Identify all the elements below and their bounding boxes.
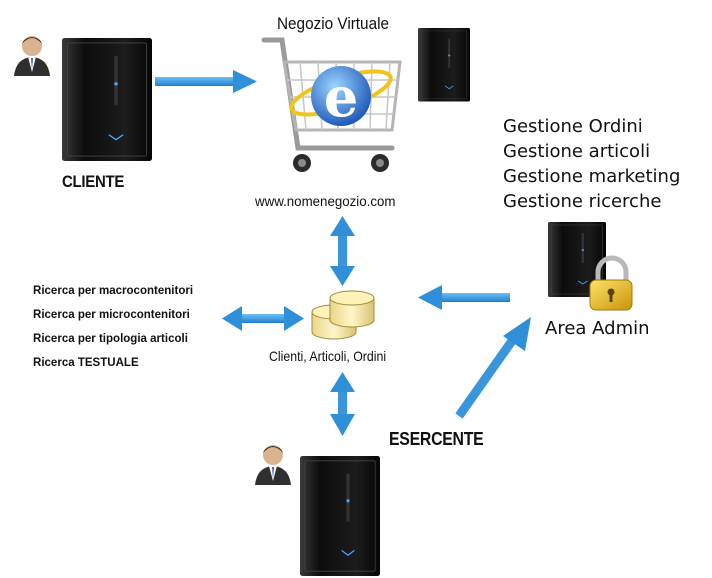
admin-task-item: Gestione ricerche xyxy=(503,191,662,212)
esercente-server-icon xyxy=(299,455,381,577)
search-type-item: Ricerca per tipologia articoli xyxy=(33,331,188,345)
arrow-store-database xyxy=(330,216,355,286)
database-icon xyxy=(311,290,375,340)
store-url[interactable]: www.nomenegozio.com xyxy=(255,193,396,209)
admin-task-item: Gestione articoli xyxy=(503,141,651,162)
admin-task-item: Gestione marketing xyxy=(503,166,681,187)
search-type-item: Ricerca per macrocontenitori xyxy=(33,283,194,297)
search-type-item: Ricerca TESTUALE xyxy=(33,355,139,369)
shopping-cart-icon xyxy=(261,37,402,172)
cliente-label: CLIENTE xyxy=(62,172,125,191)
cliente-server-icon xyxy=(61,37,153,162)
arrow-search-database xyxy=(222,306,304,331)
admin-task-item: Gestione Ordini xyxy=(503,116,643,137)
admin-task-list: Gestione Ordini Gestione articoli Gestio… xyxy=(503,114,680,214)
store-server-icon xyxy=(417,27,471,102)
arrow-cliente-to-store xyxy=(155,70,257,93)
arrow-esercente-to-admin xyxy=(455,317,531,419)
internet-explorer-logo-icon: e xyxy=(289,65,393,129)
admin-area-label: Area Admin xyxy=(545,318,650,339)
svg-text:e: e xyxy=(324,65,358,129)
lock-icon xyxy=(589,255,633,311)
database-label: Clienti, Articoli, Ordini xyxy=(269,348,387,364)
arrow-database-esercente xyxy=(330,372,355,436)
search-type-list: Ricerca per macrocontenitori Ricerca per… xyxy=(33,278,193,374)
esercente-user-icon xyxy=(255,445,291,485)
arrow-admin-to-database xyxy=(418,285,510,310)
cliente-user-icon xyxy=(14,36,50,76)
store-title: Negozio Virtuale xyxy=(277,14,389,33)
esercente-label: ESERCENTE xyxy=(389,429,484,449)
search-type-item: Ricerca per microcontenitori xyxy=(33,307,190,321)
